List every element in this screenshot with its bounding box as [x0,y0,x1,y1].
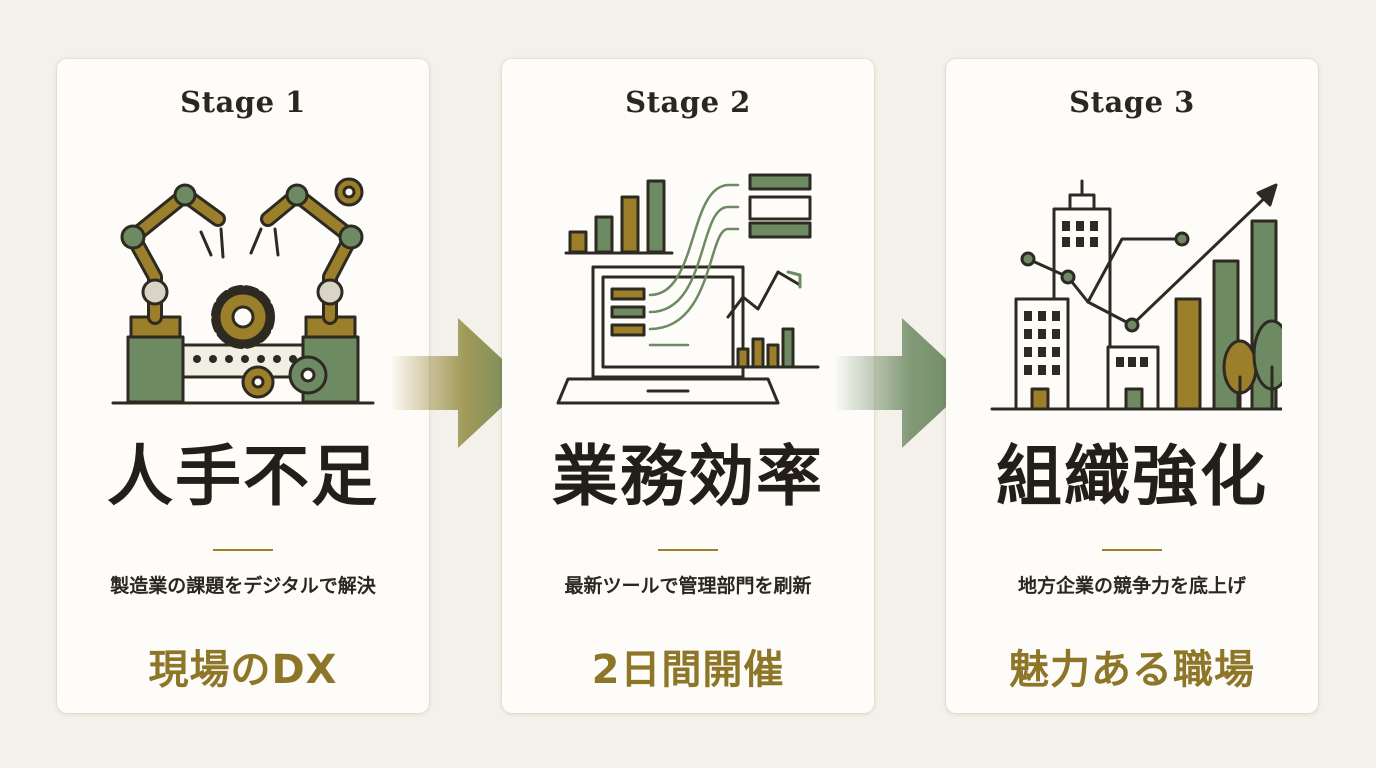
subtitle: 最新ツールで管理部門を刷新 [564,575,812,597]
divider [1102,549,1162,551]
stage-card-1: Stage 1 [57,59,429,713]
stage-label: Stage 3 [1069,85,1195,119]
stage-card-3: Stage 3 [946,59,1318,713]
divider [658,549,718,551]
headline: 組織強化 [996,437,1268,515]
arrow-right-icon [834,318,972,448]
stage-card-2: Stage 2 [502,59,874,713]
tagline: 魅力ある職場 [1009,647,1255,693]
factory-robot-arms-icon [111,177,375,405]
divider [213,549,273,551]
subtitle: 地方企業の競争力を底上げ [1017,575,1246,597]
headline: 人手不足 [107,437,379,515]
laptop-data-flow-icon [556,173,820,405]
stage-label: Stage 2 [625,85,751,119]
tagline: 現場のDX [148,647,338,693]
headline: 業務効率 [552,437,824,515]
stage-label: Stage 1 [180,85,306,119]
tagline: 2日間開催 [591,647,785,693]
city-growth-chart-icon [990,179,1282,411]
subtitle: 製造業の課題をデジタルで解決 [110,575,376,597]
arrow-right-icon [390,318,528,448]
